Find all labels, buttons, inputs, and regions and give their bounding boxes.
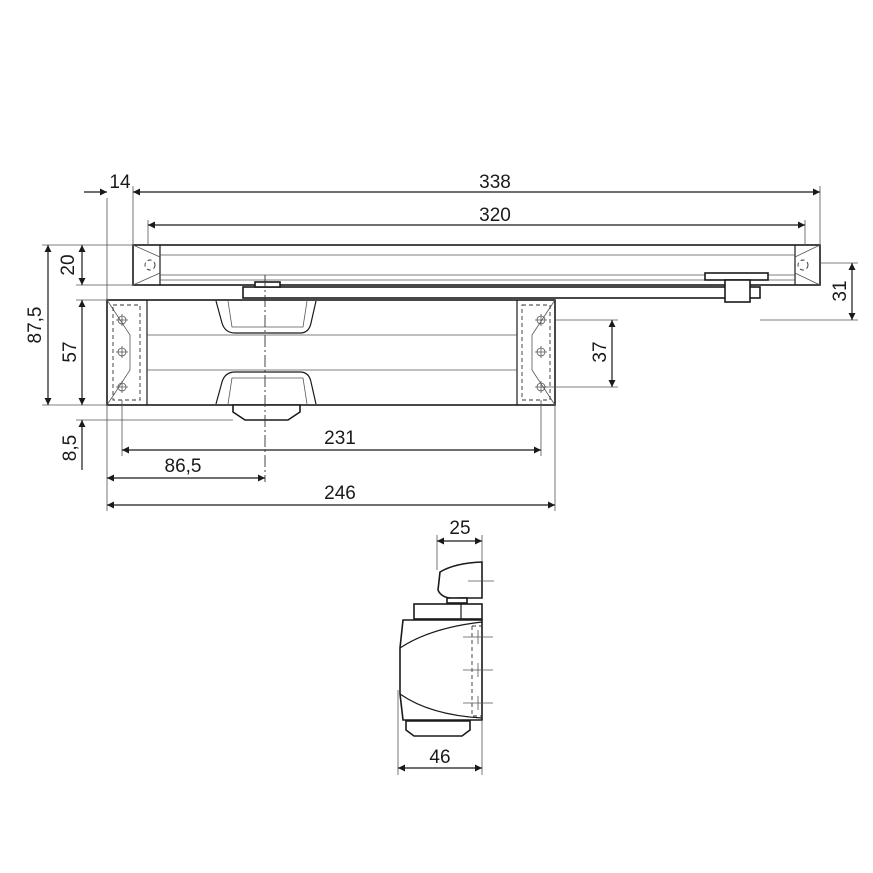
spindle-cap (232, 404, 301, 421)
dim-20: 20 (58, 254, 79, 275)
rail-screw-hole-left (144, 259, 156, 271)
side-view (399, 561, 494, 737)
dimension-labels: 338 14 320 20 87,5 57 8,5 31 37 231 86,5… (25, 172, 851, 504)
dim-14: 14 (109, 172, 131, 193)
dim-25: 25 (449, 518, 470, 539)
dim-87-5: 87,5 (25, 307, 46, 344)
extension-lines (42, 186, 858, 511)
dim-37: 37 (590, 341, 611, 362)
dim-31: 31 (830, 280, 851, 301)
dimension-lines (44, 192, 856, 509)
side-cap (437, 561, 483, 600)
closer-body (106, 299, 556, 421)
side-view-dimensions: 25 46 (397, 518, 483, 775)
dim-86-5: 86,5 (165, 456, 202, 477)
slide-rail (132, 244, 821, 286)
dim-246: 246 (324, 483, 356, 504)
dim-46: 46 (429, 747, 450, 768)
dim-320: 320 (479, 205, 511, 226)
rail-screw-hole-right (797, 259, 809, 271)
arm (242, 272, 769, 303)
dim-57: 57 (60, 341, 81, 362)
dim-8-5: 8,5 (60, 435, 81, 461)
dim-338: 338 (479, 172, 511, 193)
mount-holes (116, 314, 547, 393)
dim-231: 231 (324, 428, 356, 449)
